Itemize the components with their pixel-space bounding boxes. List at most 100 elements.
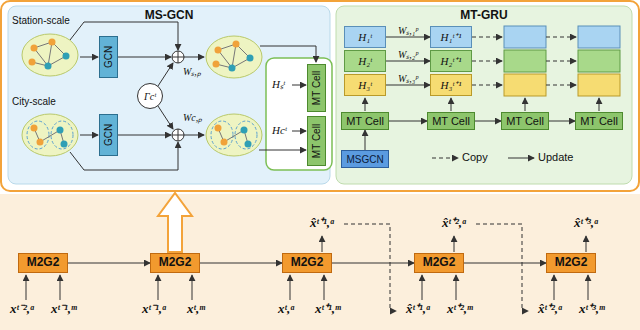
connector xyxy=(475,121,501,122)
panel-ground xyxy=(336,6,632,184)
svg-path xyxy=(292,85,306,86)
node-label: M2G2 xyxy=(159,256,192,269)
connector xyxy=(200,263,282,264)
connector xyxy=(68,263,150,264)
node-label: H₁ᵗ xyxy=(358,31,372,43)
bottom-band xyxy=(0,194,640,330)
module-panel: MS-GCNGCNGCNΓcᵗMT CellMT Cell xyxy=(8,6,330,184)
svg-path xyxy=(172,129,184,141)
symbol-label: Hcᵗ xyxy=(272,124,287,137)
legend-text: Update xyxy=(538,151,573,164)
graph-icon xyxy=(206,36,262,78)
signal-label: x̂ᵗ⁺¹,ᵃ xyxy=(406,301,430,317)
svg-rect xyxy=(578,26,620,48)
node-label: M2G2 xyxy=(291,256,324,269)
m2g2-box: M2G2 xyxy=(546,253,596,273)
graph-icon xyxy=(22,114,78,156)
svg-path xyxy=(599,98,600,111)
feedback-arrows xyxy=(344,224,528,311)
svg-path xyxy=(158,275,159,300)
svg-path xyxy=(260,46,316,62)
svg-path xyxy=(324,275,325,300)
node-label: GCN xyxy=(103,124,114,146)
connector xyxy=(386,85,430,86)
gcn-block: GCN xyxy=(99,114,118,156)
mt-cell-box: MT Cell xyxy=(501,112,549,130)
node-label: M2G2 xyxy=(555,256,588,269)
svg-path xyxy=(158,106,173,129)
mt-cell-box: MT Cell xyxy=(307,116,326,166)
svg-path xyxy=(586,236,587,252)
scale-label: Station-scale xyxy=(12,15,70,27)
svg-path xyxy=(80,57,98,58)
svg-path xyxy=(80,135,98,136)
svg-path xyxy=(259,150,306,151)
signal-label: xᵗ,ᵃ xyxy=(278,301,294,317)
sum-symbol xyxy=(172,51,184,141)
signal-label: x̂ᵗ⁺²,ᵃ xyxy=(538,301,562,317)
svg-path xyxy=(554,275,555,300)
svg-path xyxy=(422,275,423,300)
node-label: H₂ᵗ⁺¹ xyxy=(441,55,462,67)
symbol-label: Wc,ₚ xyxy=(183,112,202,124)
node-label: Γcᵗ xyxy=(144,91,156,102)
wire-group xyxy=(70,22,316,170)
mt-cell-box: MT Cell xyxy=(307,64,326,112)
signal-label: xᵗ⁺²,ᵐ xyxy=(447,301,473,317)
svg-path xyxy=(192,275,193,300)
node-label: MT Cell xyxy=(432,115,470,127)
node-label: GCN xyxy=(103,46,114,68)
svg-path xyxy=(116,135,171,136)
m2g2-box: M2G2 xyxy=(414,253,464,273)
svg-path xyxy=(116,57,171,58)
connector xyxy=(332,263,414,264)
mt-cell-box: MT Cell xyxy=(575,112,623,130)
svg-path xyxy=(184,135,204,136)
connector xyxy=(389,121,427,122)
node-label: M2G2 xyxy=(423,256,456,269)
connector xyxy=(365,130,366,150)
svg-path xyxy=(451,98,452,111)
svg-path xyxy=(546,37,576,38)
node-label: MT Cell xyxy=(580,115,618,127)
node-label: MSGCN xyxy=(346,154,383,165)
weight-label: Wₛ,₂ᵖ xyxy=(397,49,419,61)
hidden-state-box: H₃ᵗ xyxy=(344,74,386,96)
scale-label: City-scale xyxy=(12,96,56,108)
update-arrows xyxy=(365,98,599,158)
weight-label: Wₛ,₃ᵖ xyxy=(397,73,419,85)
cell-frame xyxy=(266,58,332,170)
svg-rect xyxy=(578,50,620,72)
node-label: H₃ᵗ⁺¹ xyxy=(441,79,462,91)
hidden-state-box: H₁ᵗ⁺¹ xyxy=(430,26,472,48)
svg-path xyxy=(546,61,576,62)
m2g2-box: M2G2 xyxy=(150,253,200,273)
svg-path xyxy=(292,131,306,132)
node-label: MT Cell xyxy=(506,115,544,127)
signal-label: xᵗ⁺¹,ᵐ xyxy=(315,301,341,317)
weight-label: Wₛ,₁ᵖ xyxy=(397,25,419,37)
node-label: H₁ᵗ⁺¹ xyxy=(441,31,462,43)
msgcn-box: MSGCN xyxy=(341,150,389,168)
signal-label: xᵗ⁻²,ᵃ xyxy=(10,301,34,317)
mt-cell-box: MT Cell xyxy=(427,112,475,130)
svg-path xyxy=(158,63,173,86)
symbol-label: Wₛ,ₚ xyxy=(183,66,201,78)
svg-circle xyxy=(172,129,184,141)
gcn-block: GCN xyxy=(99,36,118,78)
state-column xyxy=(504,26,620,96)
signal-label: xᵗ⁻¹,ᵃ xyxy=(142,301,166,317)
copy-arrows xyxy=(432,37,576,158)
svg-path xyxy=(476,224,528,311)
connector xyxy=(386,37,430,38)
connector xyxy=(386,61,430,62)
hidden-state-box: H₂ᵗ⁺¹ xyxy=(430,50,472,72)
gate-circle: Γcᵗ xyxy=(137,83,163,109)
panel-heading: MT-GRU xyxy=(336,9,632,22)
hidden-state-box: H₃ᵗ⁺¹ xyxy=(430,74,472,96)
signal-label: x̂ᵗ⁺¹,ᵃ xyxy=(310,215,334,231)
svg-path xyxy=(472,37,502,38)
svg-path xyxy=(456,275,457,300)
m2g2-box: M2G2 xyxy=(282,253,332,273)
